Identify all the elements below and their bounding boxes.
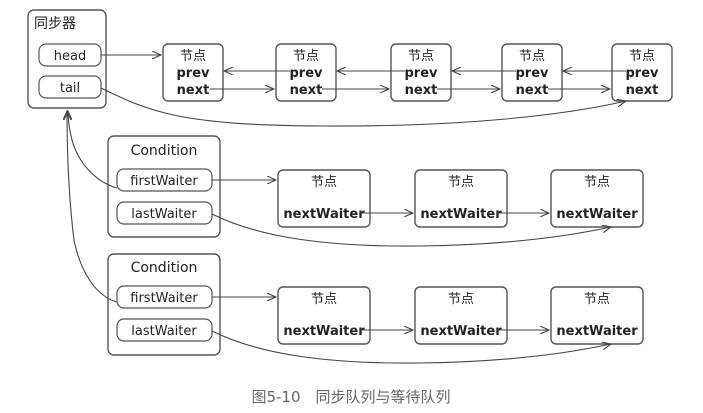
wait-queue-2: 节点 nextWaiter 节点 nextWaiter 节点 nextWaite… — [277, 286, 644, 345]
condition-2-first-waiter: firstWaiter — [130, 291, 198, 306]
sync-node-1-title: 节点 — [180, 49, 206, 64]
condition-1-last-waiter: lastWaiter — [131, 207, 197, 222]
condition-1-last-box — [116, 201, 213, 225]
wait-node-1-2-box — [414, 169, 508, 228]
wait-node-2-3-box — [550, 286, 644, 345]
wait-node-2-2-box — [414, 286, 508, 345]
condition-2: Condition firstWaiter lastWaiter — [107, 253, 221, 356]
sync-node-4-next: next — [516, 83, 549, 98]
wait-node-1-1-field: nextWaiter — [283, 207, 365, 222]
wait-node-1-3: 节点 nextWaiter — [550, 169, 644, 228]
wait-queue-2-links — [211, 297, 611, 364]
sync-node-3-prev: prev — [404, 66, 438, 81]
sync-queue: 节点 prev next 节点 prev next 节点 prev next 节… — [162, 43, 673, 102]
sync-node-5-title: 节点 — [629, 49, 655, 64]
sync-node-2-title: 节点 — [293, 49, 319, 64]
condition-1-first-waiter: firstWaiter — [130, 174, 198, 189]
wait-node-2-1: 节点 nextWaiter — [277, 286, 371, 345]
sync-node-5-box — [611, 43, 673, 102]
wait-node-2-3: 节点 nextWaiter — [550, 286, 644, 345]
wait-node-2-2: 节点 nextWaiter — [414, 286, 508, 345]
synchronizer: 同步器 head tail — [27, 9, 107, 109]
condition-2-sync-arrow — [67, 111, 118, 303]
sync-node-3: 节点 prev next — [390, 43, 452, 102]
wait-node-2-1-box — [277, 286, 371, 345]
wait-node-2-2-title: 节点 — [448, 292, 474, 307]
condition-2-last-box — [116, 318, 213, 342]
sync-node-2: 节点 prev next — [275, 43, 337, 102]
synchronizer-title: 同步器 — [34, 16, 76, 32]
wait-node-1-3-box — [550, 169, 644, 228]
tail-arrow — [100, 87, 626, 127]
sync-node-4-prev: prev — [515, 66, 549, 81]
sync-node-2-prev: prev — [289, 66, 323, 81]
sync-node-1-next: next — [177, 83, 210, 98]
figure-caption: 图5-10 同步队列与等待队列 — [251, 388, 450, 406]
wait-queue-1-links — [211, 180, 611, 247]
sync-node-4-title: 节点 — [519, 49, 545, 64]
condition-2-last-waiter: lastWaiter — [131, 324, 197, 339]
sync-node-1: 节点 prev next — [162, 43, 224, 102]
wait-node-1-1: 节点 nextWaiter — [277, 169, 371, 228]
sync-node-2-next: next — [290, 83, 323, 98]
condition-2-title: Condition — [131, 260, 198, 276]
wait-node-1-3-field: nextWaiter — [556, 207, 638, 222]
condition-1-last-arrow — [211, 213, 611, 247]
wait-queue-1: 节点 nextWaiter 节点 nextWaiter 节点 nextWaite… — [277, 169, 644, 228]
sync-node-5: 节点 prev next — [611, 43, 673, 102]
wait-node-2-3-field: nextWaiter — [556, 324, 638, 339]
wait-node-1-1-title: 节点 — [311, 175, 337, 190]
condition-to-sync-links — [67, 111, 118, 303]
sync-node-1-prev: prev — [176, 66, 210, 81]
sync-node-3-title: 节点 — [408, 49, 434, 64]
sync-node-4: 节点 prev next — [501, 43, 563, 102]
sync-node-5-prev: prev — [625, 66, 659, 81]
condition-1-title: Condition — [131, 143, 198, 159]
wait-node-1-2: 节点 nextWaiter — [414, 169, 508, 228]
sync-node-3-next: next — [405, 83, 438, 98]
sync-node-5-next: next — [626, 83, 659, 98]
wait-node-2-1-field: nextWaiter — [283, 324, 365, 339]
condition-2-last-arrow — [211, 330, 611, 364]
condition-1: Condition firstWaiter lastWaiter — [107, 135, 221, 238]
wait-node-2-1-title: 节点 — [311, 292, 337, 307]
tail-field: tail — [60, 81, 80, 96]
wait-node-1-3-title: 节点 — [584, 175, 610, 190]
tail-field-box — [38, 75, 102, 99]
wait-node-2-2-field: nextWaiter — [420, 324, 502, 339]
wait-node-1-1-box — [277, 169, 371, 228]
wait-node-2-3-title: 节点 — [584, 292, 610, 307]
sync-queue-links — [100, 55, 626, 127]
wait-node-1-2-title: 节点 — [448, 175, 474, 190]
head-field: head — [54, 49, 86, 64]
wait-node-1-2-field: nextWaiter — [420, 207, 502, 222]
